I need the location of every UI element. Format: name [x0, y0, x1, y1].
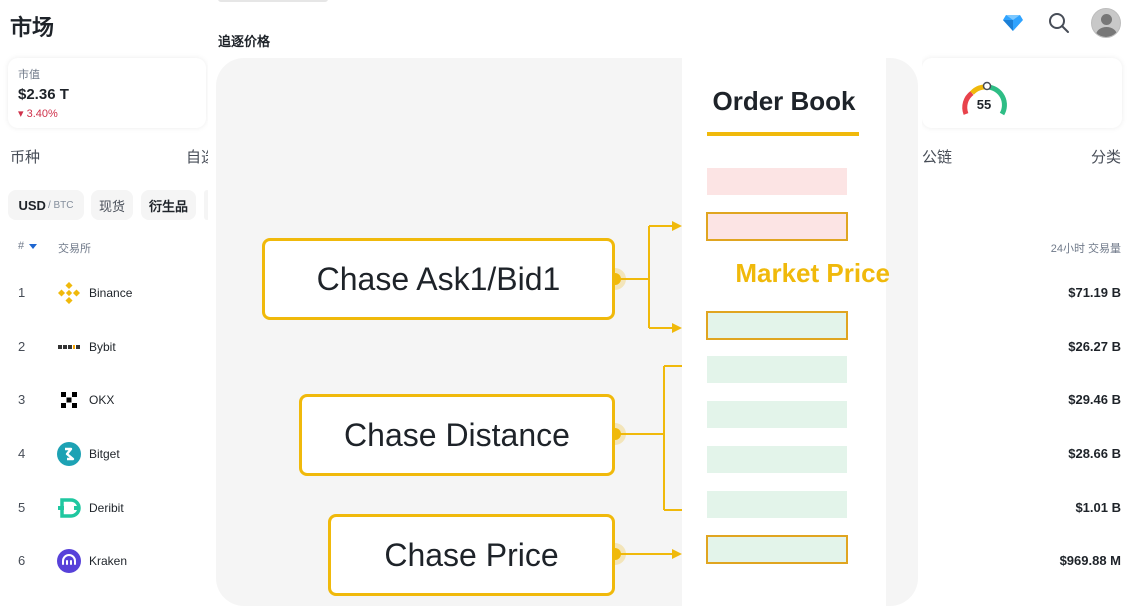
- tab-category[interactable]: 分类: [1090, 149, 1121, 166]
- exchange-volume: $71.19 B: [1068, 285, 1121, 300]
- diamond-icon[interactable]: [999, 9, 1027, 37]
- bid-level: [707, 356, 847, 383]
- chase-price-diagram: Order Book Market Price Chase Ask1/Bid1 …: [216, 58, 918, 606]
- table-row[interactable]: 4 Bitget $28.66 B: [0, 434, 1129, 474]
- bid-level: [707, 491, 847, 518]
- market-cap-card[interactable]: 市值 $2.36 T ▾ 3.40%: [8, 58, 206, 128]
- order-book-panel: Order Book Market Price: [682, 58, 890, 606]
- chase-price-overlay: 追逐价格 Order Book: [208, 0, 922, 606]
- deribit-icon: [57, 496, 81, 520]
- bid-level: [707, 446, 847, 473]
- chase-bid-level: [706, 535, 848, 564]
- bitget-icon: [57, 442, 81, 466]
- market-cap-value: $2.36 T: [18, 86, 69, 103]
- chase-distance-box: Chase Distance: [299, 394, 615, 476]
- okx-icon: [57, 388, 81, 412]
- filter-spot[interactable]: 现货: [91, 190, 133, 220]
- table-row[interactable]: 3 OKX $29.46 B: [0, 380, 1129, 420]
- exchange-volume: $29.46 B: [1068, 392, 1121, 407]
- volume-column-header[interactable]: 24小时 交易量: [1050, 243, 1121, 255]
- search-icon[interactable]: [1045, 9, 1073, 37]
- exchange-name: Deribit: [89, 501, 124, 515]
- row-rank: 5: [18, 500, 26, 515]
- gauge-icon: 55: [960, 80, 1008, 120]
- filter-derivatives[interactable]: 衍生品: [141, 190, 196, 220]
- tab-coins[interactable]: 币种: [10, 149, 41, 166]
- market-cap-label: 市值: [18, 69, 40, 81]
- exchange-name: Bitget: [89, 447, 120, 461]
- table-row[interactable]: 2 Bybit $26.27 B: [0, 327, 1129, 367]
- best-ask-level: [706, 212, 848, 241]
- tab-chain[interactable]: 公链: [922, 149, 953, 166]
- ask-level: [707, 168, 847, 195]
- sort-desc-icon: [29, 243, 38, 249]
- exchange-name: Bybit: [89, 340, 116, 354]
- exchange-name: OKX: [89, 393, 115, 407]
- table-row[interactable]: 5 Deribit $1.01 B: [0, 488, 1129, 528]
- market-price-label: Market Price: [735, 258, 890, 288]
- row-rank: 3: [18, 392, 26, 407]
- rank-header-label: #: [18, 240, 25, 252]
- row-rank: 1: [18, 285, 26, 300]
- fear-greed-card[interactable]: 55: [922, 58, 1122, 128]
- best-bid-level: [706, 311, 848, 340]
- bid-level: [707, 401, 847, 428]
- bybit-icon: [57, 335, 81, 359]
- overlay-top-bar: [218, 0, 328, 2]
- header-actions: [999, 8, 1121, 38]
- table-row[interactable]: 1 Binance $71.19 B: [0, 273, 1129, 313]
- order-book-underline: [707, 132, 859, 136]
- row-rank: 6: [18, 553, 26, 568]
- currency-btc: / BTC: [47, 199, 74, 211]
- kraken-icon: [57, 549, 81, 573]
- exchange-name: Kraken: [89, 554, 128, 568]
- overlay-title: 追逐价格: [218, 34, 271, 49]
- tab-watchlist[interactable]: 自选: [186, 149, 208, 166]
- row-rank: 4: [18, 446, 26, 461]
- table-row[interactable]: 6 Kraken $969.88 M: [0, 541, 1129, 581]
- exchange-column-header: 交易所: [58, 243, 91, 255]
- currency-usd: USD: [18, 197, 46, 213]
- row-rank: 2: [18, 339, 26, 354]
- market-cap-change-value: 3.40%: [26, 108, 58, 120]
- chase-price-box: Chase Price: [328, 514, 615, 596]
- avatar[interactable]: [1091, 8, 1121, 38]
- order-book-levels: [706, 168, 848, 564]
- exchange-volume: $26.27 B: [1068, 339, 1121, 354]
- exchange-volume: $969.88 M: [1059, 553, 1121, 568]
- exchange-name: Binance: [89, 286, 133, 300]
- exchange-volume: $28.66 B: [1068, 446, 1121, 461]
- filter-more[interactable]: [204, 190, 210, 220]
- rank-column-header[interactable]: #: [18, 240, 38, 252]
- exchange-volume: $1.01 B: [1075, 500, 1121, 515]
- market-cap-change: ▾ 3.40%: [18, 107, 196, 120]
- order-book-title: Order Book: [712, 86, 856, 116]
- fear-greed-value: 55: [976, 97, 992, 112]
- chase-ask-bid-box: Chase Ask1/Bid1: [262, 238, 615, 320]
- down-arrow-icon: ▾: [18, 108, 27, 120]
- currency-toggle[interactable]: USD / BTC: [8, 190, 84, 220]
- page-title: 市场: [10, 15, 55, 40]
- binance-icon: [57, 281, 81, 305]
